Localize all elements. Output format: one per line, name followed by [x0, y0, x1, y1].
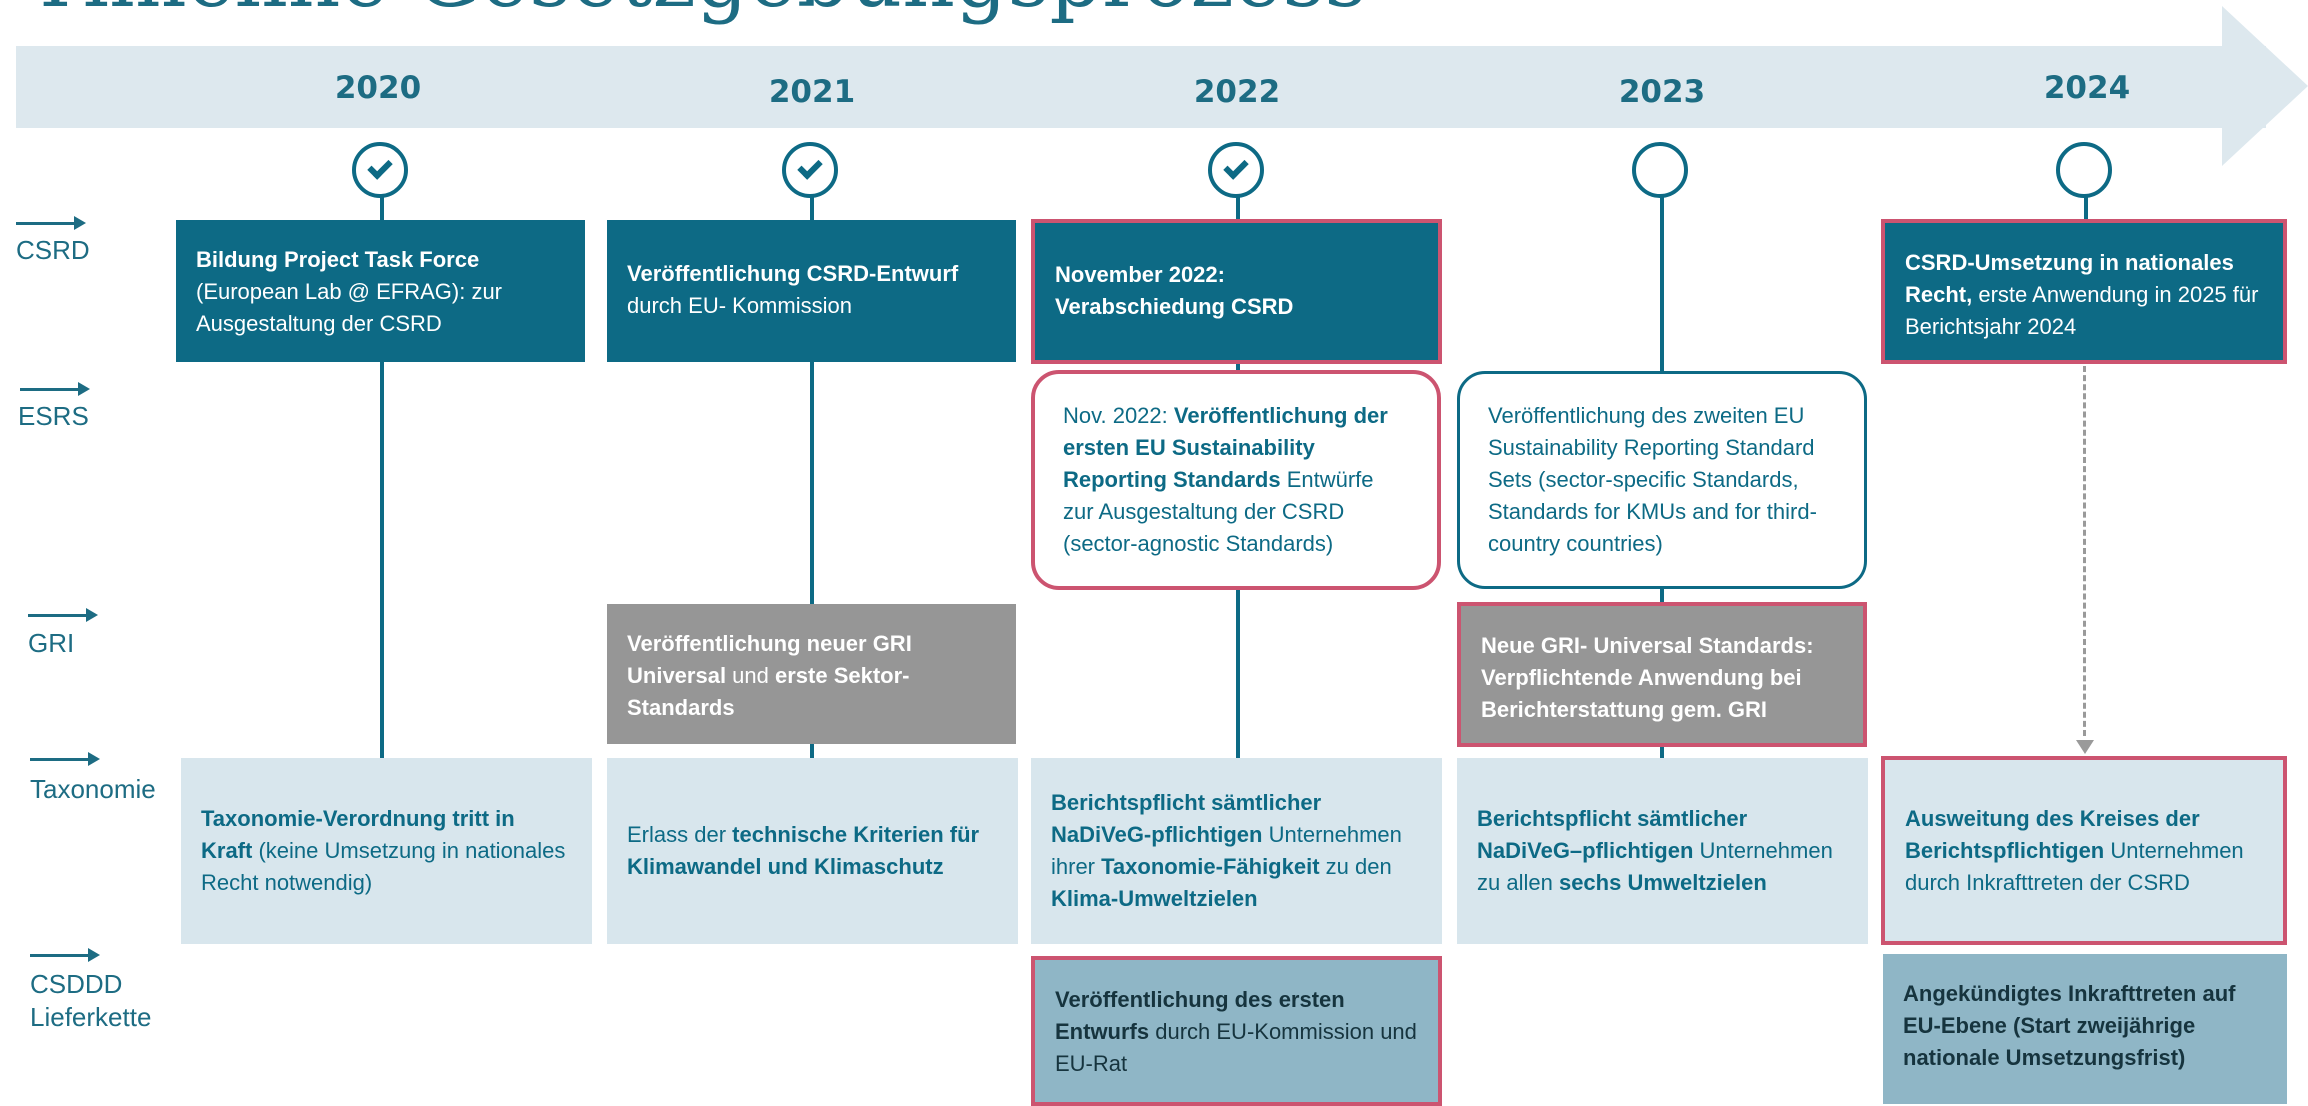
- taxonomie-2023-bold-2: sechs Umweltzielen: [1558, 870, 1767, 895]
- taxonomie-2022-box: Berichtspflicht sämtlicher NaDiVeG-pflic…: [1031, 758, 1442, 944]
- csddd-2024-bold: Angekündigtes Inkrafttreten auf EU-Ebene…: [1903, 981, 2236, 1070]
- taxonomie-2022-text-1: Unternehmen ihrer: [1051, 822, 1402, 879]
- taxonomie-2022-bold-1: Berichtspflicht sämtlicher NaDiVeG-pflic…: [1051, 790, 1322, 847]
- taxonomie-2021-text: Erlass der: [627, 822, 733, 847]
- csddd-2022-bold: Veröffentlichung des ersten Entwurfs: [1055, 987, 1345, 1044]
- row-arrow-csddd: [30, 948, 100, 962]
- page-title: Timeline Gesetzgebungsprozess: [28, 0, 1367, 20]
- taxonomie-2020-text: (keine Umsetzung in nationales Recht not…: [201, 838, 566, 895]
- milestone-2022-check-icon: [1208, 142, 1264, 198]
- taxonomie-2024-box: Ausweitung des Kreises der Berichtspflic…: [1881, 756, 2287, 945]
- taxonomie-2023-box: Berichtspflicht sämtlicher NaDiVeG–pflic…: [1457, 758, 1868, 944]
- esrs-2022-text-1: Nov. 2022:: [1063, 403, 1174, 428]
- dashed-arrowhead-2024: [2076, 740, 2094, 754]
- taxonomie-2022-bold-3: Klima-Umweltzielen: [1051, 886, 1258, 911]
- milestone-2024-circle-icon: [2056, 142, 2112, 198]
- milestone-2020-check-icon: [352, 142, 408, 198]
- taxonomie-2023-bold-1: Berichtspflicht sämtlicher NaDiVeG–pflic…: [1477, 806, 1748, 863]
- taxonomie-2022-bold-2: Taxonomie-Fähigkeit: [1101, 854, 1320, 879]
- csrd-2022-bold-1: November 2022:: [1055, 262, 1225, 287]
- milestone-2021-check-icon: [782, 142, 838, 198]
- csrd-2021-box: Veröffentlichung CSRD-Entwurf durch EU- …: [607, 220, 1016, 362]
- taxonomie-2023-text: Unternehmen zu allen: [1477, 838, 1833, 895]
- row-label-csddd: CSDDD Lieferkette: [30, 968, 151, 1033]
- gri-2023-box: Neue GRI- Universal Standards: Verpflich…: [1457, 602, 1867, 747]
- timeline-line-2021: [810, 196, 814, 758]
- csddd-2024-box: Angekündigtes Inkrafttreten auf EU-Ebene…: [1883, 954, 2287, 1104]
- year-2024: 2024: [2043, 70, 2131, 106]
- timeline-band: [16, 46, 2266, 128]
- gri-2021-box: Veröffentlichung neuer GRI Universal und…: [607, 604, 1016, 744]
- taxonomie-2021-bold: technische Kriterien für Klimawandel und…: [627, 822, 980, 879]
- dashed-connector-2024: [2083, 366, 2086, 736]
- csddd-2022-box: Veröffentlichung des ersten Entwurfs dur…: [1031, 956, 1442, 1106]
- gri-2021-text: und: [726, 663, 775, 688]
- row-label-gri: GRI: [28, 628, 75, 658]
- row-arrow-taxonomie: [30, 752, 100, 766]
- esrs-2022-box: Nov. 2022: Veröffentlichung der ersten E…: [1031, 370, 1441, 590]
- milestone-2023-circle-icon: [1632, 142, 1688, 198]
- row-arrow-csrd: [16, 216, 86, 230]
- taxonomie-2020-box: Taxonomie-Verordnung tritt in Kraft (kei…: [181, 758, 592, 944]
- year-2023: 2023: [1618, 74, 1706, 110]
- row-label-csddd-line1: CSDDD: [30, 969, 123, 999]
- row-arrow-gri: [28, 608, 98, 622]
- taxonomie-2020-bold: Taxonomie-Verordnung tritt in Kraft: [201, 806, 515, 863]
- csrd-2020-box: Bildung Project Task Force (European Lab…: [176, 220, 585, 362]
- taxonomie-2022-text-2: zu den: [1319, 854, 1392, 879]
- csrd-2021-bold: Veröffentlichung CSRD-Entwurf: [627, 261, 959, 286]
- csrd-2024-bold: CSRD-Umsetzung in nationales Recht,: [1905, 250, 2234, 307]
- esrs-2023-text: Veröffentlichung des zweiten EU Sustaina…: [1488, 403, 1817, 556]
- taxonomie-2021-box: Erlass der technische Kriterien für Klim…: [607, 758, 1018, 944]
- year-2021: 2021: [768, 74, 856, 110]
- esrs-2022-bold: Veröffentlichung der ersten EU Sustainab…: [1063, 403, 1388, 492]
- csrd-2024-text: erste Anwendung in 2025 für Berichtsjahr…: [1905, 282, 2259, 339]
- row-label-taxonomie: Taxonomie: [30, 774, 156, 804]
- csddd-2022-text: durch EU-Kommission und EU-Rat: [1055, 1019, 1417, 1076]
- row-label-esrs: ESRS: [18, 401, 89, 431]
- csrd-2020-text: (European Lab @ EFRAG): zur Ausgestaltun…: [196, 279, 503, 336]
- esrs-2022-text-2: Entwürfe zur Ausgestaltung der CSRD (sec…: [1063, 467, 1374, 556]
- row-arrow-esrs: [20, 382, 90, 396]
- csrd-2021-text: durch EU- Kommission: [627, 293, 852, 318]
- gri-2021-bold-1: Veröffentlichung neuer GRI Universal: [627, 631, 912, 688]
- year-2020: 2020: [334, 70, 422, 106]
- csrd-2020-bold: Bildung Project Task Force: [196, 247, 480, 272]
- row-label-csddd-line2: Lieferkette: [30, 1001, 152, 1032]
- timeline-line-2024: [2084, 196, 2088, 220]
- timeline-arrowhead: [2222, 6, 2308, 166]
- csrd-2022-box: November 2022: Verabschiedung CSRD: [1031, 219, 1442, 364]
- timeline-line-2020: [380, 196, 384, 758]
- csrd-2024-box: CSRD-Umsetzung in nationales Recht, erst…: [1881, 219, 2287, 364]
- taxonomie-2024-text: Unternehmen durch Inkrafttreten der CSRD: [1905, 837, 2244, 895]
- gri-2023-bold: Neue GRI- Universal Standards: Verpflich…: [1481, 633, 1814, 722]
- gri-2021-bold-2: erste Sektor-Standards: [627, 663, 910, 720]
- esrs-2023-box: Veröffentlichung des zweiten EU Sustaina…: [1457, 371, 1867, 589]
- csrd-2022-bold-2: Verabschiedung CSRD: [1055, 294, 1294, 319]
- taxonomie-2024-bold: Ausweitung des Kreises der Berichtspflic…: [1905, 805, 2200, 863]
- year-2022: 2022: [1193, 74, 1281, 110]
- row-label-csrd: CSRD: [16, 235, 90, 265]
